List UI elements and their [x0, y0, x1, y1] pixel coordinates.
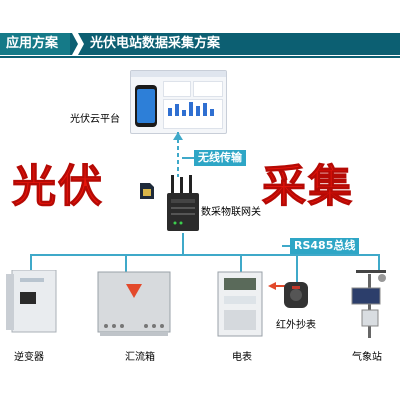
cloud-platform-label: 光伏云平台 — [70, 114, 120, 125]
bus-drop-line — [182, 233, 184, 255]
gateway-label: 数采物联网关 — [201, 207, 261, 218]
sim-card-icon — [140, 183, 154, 199]
meter-label: 电表 — [232, 352, 252, 363]
weather-station-label: 气象站 — [352, 352, 382, 363]
phone-screen — [137, 89, 155, 123]
wireless-link-line — [173, 132, 183, 177]
bus-drop-weather — [378, 254, 380, 270]
header-right-title: 光伏电站数据采集方案 — [90, 36, 221, 51]
dashboard-topbar — [131, 71, 226, 77]
ir-reader-label: 红外抄表 — [276, 320, 316, 331]
wireless-badge: 无线传输 — [194, 150, 246, 166]
bus-drop-inverter — [30, 254, 32, 272]
bus-drop-ir — [296, 254, 298, 282]
big-word-left: 光伏 — [12, 161, 104, 213]
bus-badge-connector — [282, 245, 290, 247]
combiner-box-icon — [97, 271, 171, 336]
big-word-right: 采集 — [262, 161, 354, 213]
header-right-block — [70, 33, 400, 55]
bus-drop-meter — [240, 254, 242, 272]
dashboard-panel — [163, 81, 191, 97]
weather-station-icon — [351, 270, 386, 338]
ir-arrow-icon — [268, 282, 288, 290]
meter-device-icon — [217, 271, 263, 337]
bus-drop-combiner — [125, 254, 127, 272]
header-underline — [0, 56, 400, 58]
ir-reader-icon — [284, 282, 308, 308]
inverter-device-icon — [6, 270, 57, 333]
rs485-bus-line — [30, 254, 380, 256]
chevron-right-icon — [72, 33, 84, 55]
inverter-label: 逆变器 — [14, 352, 44, 363]
wireless-connector — [182, 157, 194, 159]
dashboard-panel — [193, 81, 223, 97]
header-left-block — [0, 33, 80, 55]
dashboard-chart-panel — [163, 99, 223, 129]
rs485-badge: RS485总线 — [290, 238, 360, 254]
gateway-device-icon — [167, 175, 199, 231]
combiner-label: 汇流箱 — [125, 352, 155, 363]
header-left-title: 应用方案 — [6, 36, 59, 51]
